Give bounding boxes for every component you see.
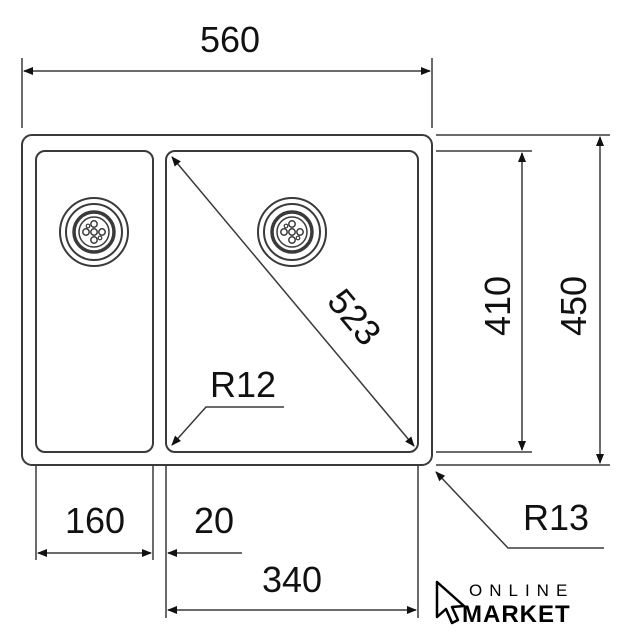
- small-bowl-drain-icon: [59, 197, 129, 267]
- bottom-extension-lines: [35, 466, 419, 618]
- online-market-logo: ONLINE MARKET: [435, 580, 574, 628]
- dim-diagonal-label: 523: [320, 281, 390, 353]
- dim-small-bowl-label: 160: [65, 500, 125, 541]
- dim-diagonal: [171, 156, 415, 447]
- logo-text-online: ONLINE: [469, 581, 574, 600]
- dim-gap-label: 20: [194, 500, 234, 541]
- logo-text-market: MARKET: [462, 601, 571, 628]
- dim-bowl-depth-label: 410: [477, 276, 518, 336]
- dim-overall-width: [21, 58, 433, 128]
- dim-outer-radius-label: R13: [523, 497, 589, 538]
- cursor-arrow-icon: [435, 580, 466, 625]
- dim-inner-radius: [171, 406, 284, 446]
- large-bowl: [165, 150, 419, 453]
- dim-overall-width-label: 560: [200, 19, 260, 60]
- dim-outer-radius: [435, 471, 604, 549]
- sink-outer-outline: [21, 134, 433, 466]
- dim-large-bowl-label: 340: [262, 559, 322, 600]
- right-extension-lines: [436, 134, 610, 466]
- dim-inner-radius-label: R12: [210, 364, 276, 405]
- large-bowl-drain-icon: [257, 197, 327, 267]
- small-bowl: [35, 150, 154, 453]
- dim-overall-depth-label: 450: [553, 276, 594, 336]
